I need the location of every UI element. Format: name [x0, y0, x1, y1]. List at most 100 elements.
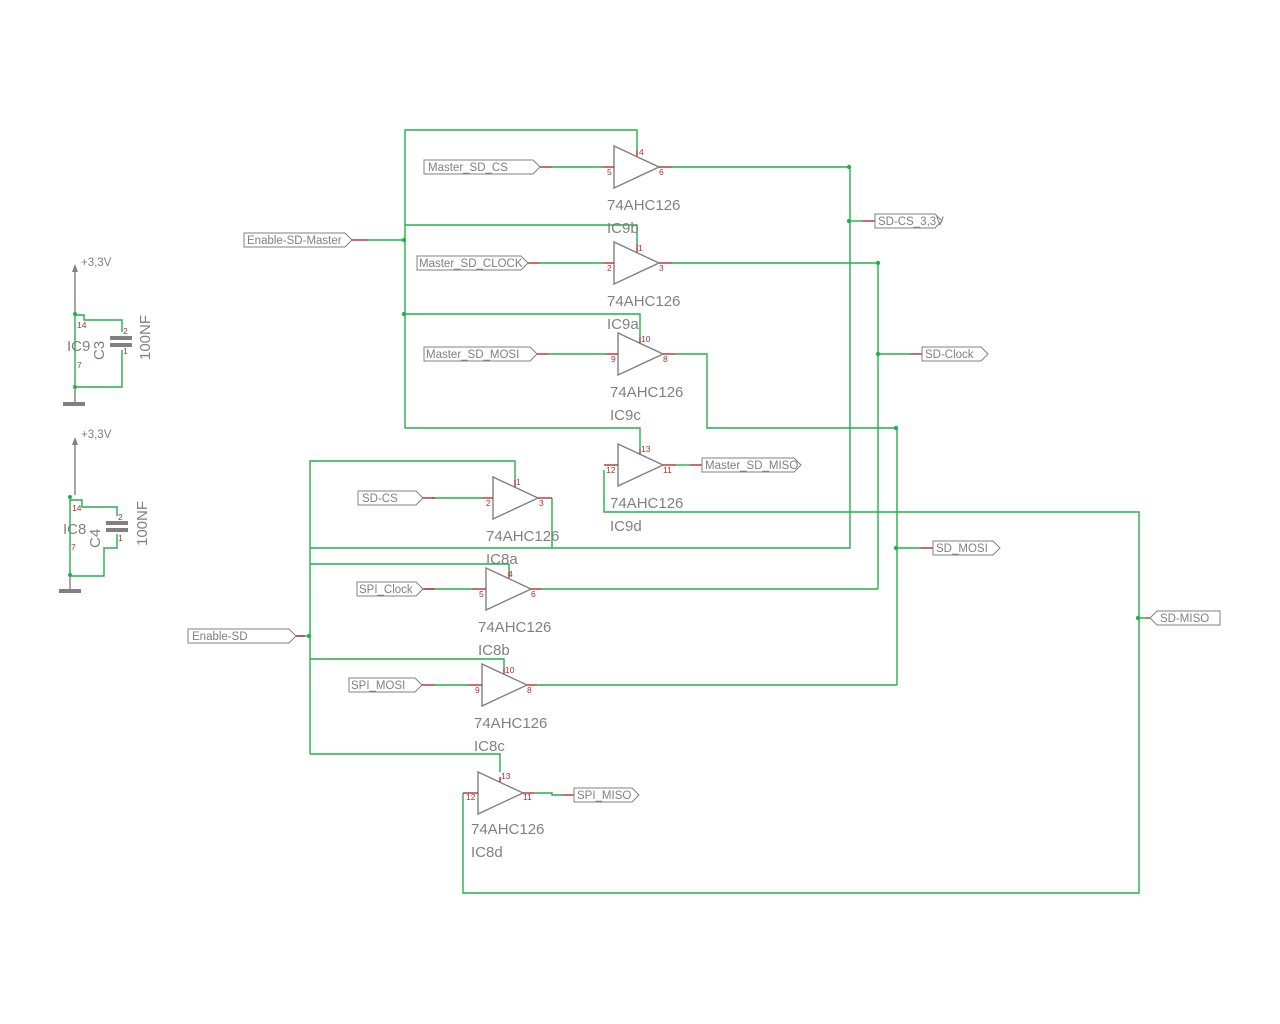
svg-text:4: 4 [639, 147, 644, 157]
svg-text:SPI_MISO: SPI_MISO [577, 790, 631, 802]
svg-text:C3: C3 [91, 341, 108, 360]
net-label-spi-clock: SPI_Clock [356, 581, 435, 597]
gate-ic8c: 10 9 8 74AHC126 IC8c [468, 662, 547, 755]
svg-text:10: 10 [505, 665, 515, 675]
svg-text:74AHC126: 74AHC126 [474, 715, 547, 732]
svg-text:74AHC126: 74AHC126 [486, 528, 559, 545]
svg-text:Master_SD_MISO: Master_SD_MISO [705, 460, 798, 472]
svg-text:IC9c: IC9c [610, 407, 641, 424]
svg-text:Master_SD_CLOCK: Master_SD_CLOCK [419, 258, 523, 270]
svg-text:7: 7 [71, 542, 76, 552]
svg-text:3: 3 [659, 263, 664, 273]
svg-text:3: 3 [539, 498, 544, 508]
svg-text:IC8c: IC8c [474, 738, 505, 755]
svg-text:2: 2 [118, 512, 123, 522]
svg-text:IC8a: IC8a [486, 551, 518, 568]
svg-text:SD-CS_3,3V: SD-CS_3,3V [878, 216, 944, 228]
gate-ic8d: 13 12 11 74AHC126 IC8d [463, 770, 544, 861]
capacitor-icon [110, 336, 132, 340]
svg-text:5: 5 [479, 589, 484, 599]
power-symbol-3v3: +3,3V [72, 429, 112, 495]
svg-text:14: 14 [77, 320, 87, 330]
svg-text:IC8d: IC8d [471, 844, 503, 861]
svg-text:6: 6 [659, 167, 664, 177]
svg-text:5: 5 [607, 167, 612, 177]
net-label-sd-clock: SD-Clock [910, 346, 989, 362]
svg-text:1: 1 [118, 533, 123, 543]
svg-text:74AHC126: 74AHC126 [607, 293, 680, 310]
svg-text:Enable-SD: Enable-SD [192, 631, 248, 643]
net-label-master-sd-cs: Master_SD_CS [423, 159, 552, 175]
net-label-sd-miso: SD-MISO [1146, 610, 1221, 626]
power-symbol-3v3: +3,3V [72, 257, 112, 312]
net-label-sd-cs-3v3: SD-CS_3,3V [862, 213, 944, 229]
wires-signals [425, 164, 1146, 894]
svg-text:74AHC126: 74AHC126 [610, 384, 683, 401]
svg-text:2: 2 [123, 326, 128, 336]
svg-text:+3,3V: +3,3V [81, 429, 112, 441]
svg-text:1: 1 [638, 243, 643, 253]
svg-text:SD_MOSI: SD_MOSI [936, 543, 988, 555]
svg-text:100NF: 100NF [137, 315, 154, 360]
net-label-master-sd-clock: Master_SD_CLOCK [416, 255, 540, 271]
svg-text:8: 8 [527, 685, 532, 695]
decoupling-ic9-c3: +3,3V 14 7 2 1 IC9 C3 100NF [63, 257, 154, 406]
svg-text:8: 8 [663, 354, 668, 364]
svg-text:4: 4 [508, 569, 513, 579]
svg-text:100NF: 100NF [134, 501, 151, 546]
svg-text:SD-CS: SD-CS [362, 493, 398, 505]
net-label-master-sd-miso: Master_SD_MISO [690, 457, 802, 473]
svg-text:IC9b: IC9b [607, 220, 639, 237]
svg-text:9: 9 [611, 354, 616, 364]
svg-text:7: 7 [77, 360, 82, 370]
svg-text:SD-MISO: SD-MISO [1160, 613, 1209, 625]
gate-ic9a: 1 2 3 74AHC126 IC9a [603, 240, 680, 333]
svg-text:12: 12 [466, 792, 476, 802]
svg-text:+3,3V: +3,3V [81, 257, 112, 269]
svg-text:Master_SD_MOSI: Master_SD_MOSI [426, 349, 519, 361]
svg-text:IC9d: IC9d [610, 518, 642, 535]
svg-text:IC8b: IC8b [478, 642, 510, 659]
svg-text:IC9a: IC9a [607, 316, 639, 333]
net-label-enable-sd-master: Enable-SD-Master [243, 232, 368, 248]
svg-text:IC8: IC8 [63, 521, 86, 538]
wires-ic8-enable [296, 166, 851, 772]
svg-text:74AHC126: 74AHC126 [478, 619, 551, 636]
svg-text:IC9: IC9 [67, 338, 90, 355]
capacitor-icon [106, 521, 128, 525]
svg-text:13: 13 [641, 444, 651, 454]
svg-text:2: 2 [607, 263, 612, 273]
svg-text:74AHC126: 74AHC126 [607, 197, 680, 214]
net-label-spi-mosi: SPI_MOSI [348, 677, 434, 693]
wires-ic9-enable [368, 129, 641, 449]
gate-ic9d: 13 12 11 74AHC126 IC9d [604, 442, 683, 535]
decoupling-ic8-c4: +3,3V 14 7 2 1 IC8 C4 100NF [59, 429, 151, 593]
gate-ic9b: 4 5 6 74AHC126 IC9b [603, 144, 680, 237]
svg-text:2: 2 [486, 498, 491, 508]
gate-ic8b: 4 5 6 74AHC126 IC8b [472, 566, 551, 659]
svg-text:SPI_Clock: SPI_Clock [359, 584, 413, 596]
svg-text:11: 11 [523, 792, 532, 802]
svg-text:1: 1 [516, 477, 521, 487]
svg-text:SD-Clock: SD-Clock [925, 349, 974, 361]
gate-ic8a: 1 2 3 74AHC126 IC8a [482, 475, 559, 568]
ground-icon [59, 589, 81, 593]
svg-text:C4: C4 [87, 529, 104, 548]
svg-text:11: 11 [663, 465, 672, 475]
ground-icon [63, 402, 85, 406]
svg-text:9: 9 [475, 685, 480, 695]
net-label-spi-miso: SPI_MISO [563, 787, 640, 803]
svg-text:1: 1 [123, 346, 128, 356]
net-label-enable-sd: Enable-SD [187, 628, 305, 644]
gate-ic9c: 10 9 8 74AHC126 IC9c [606, 331, 683, 424]
svg-text:74AHC126: 74AHC126 [610, 495, 683, 512]
svg-text:6: 6 [531, 589, 536, 599]
net-label-master-sd-mosi: Master_SD_MOSI [423, 346, 549, 362]
svg-text:74AHC126: 74AHC126 [471, 821, 544, 838]
svg-text:12: 12 [606, 465, 616, 475]
net-labels: Enable-SD-Master Master_SD_CS Master_SD_… [187, 159, 1221, 803]
svg-text:10: 10 [641, 334, 651, 344]
svg-text:Master_SD_CS: Master_SD_CS [428, 162, 508, 174]
net-label-sd-mosi: SD_MOSI [920, 540, 1001, 556]
